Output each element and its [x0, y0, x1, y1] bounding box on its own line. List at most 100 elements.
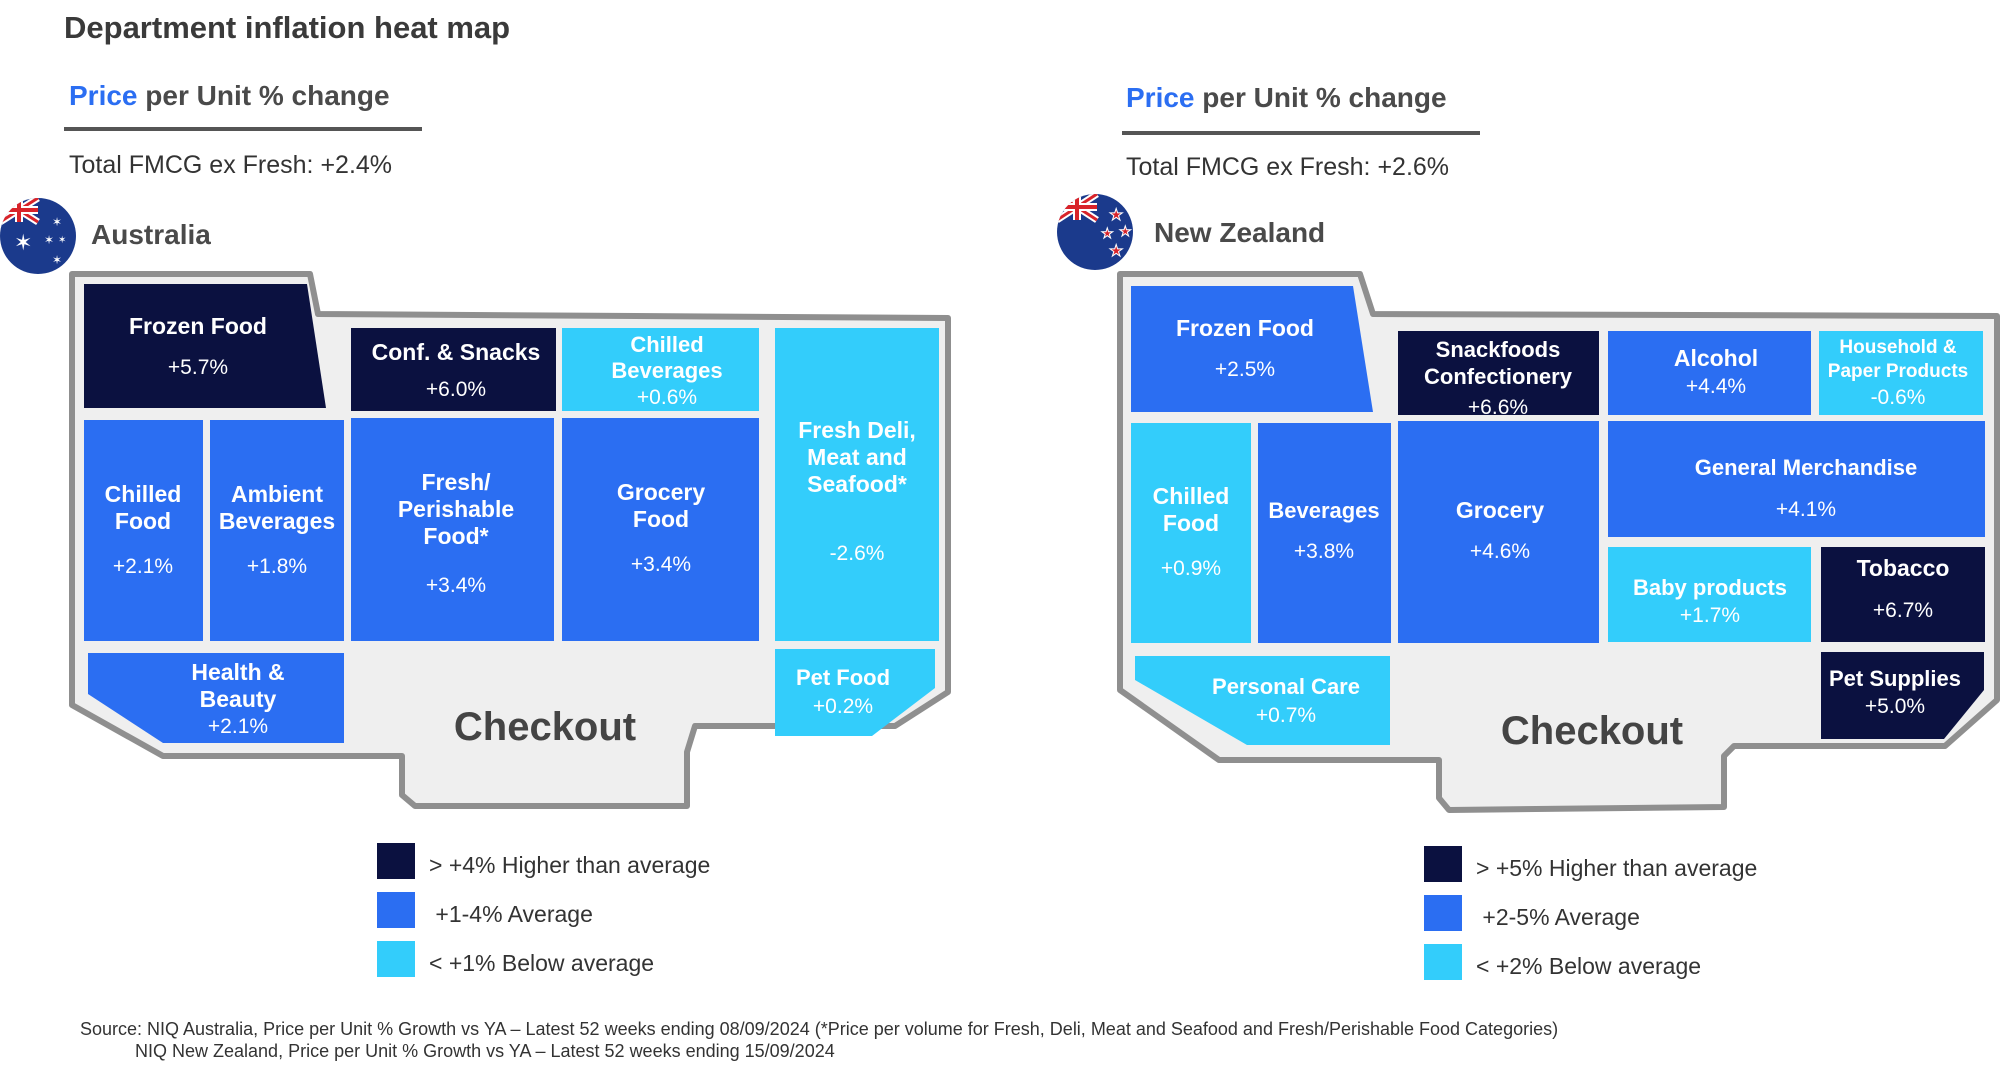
- svg-text:✶: ✶: [52, 215, 62, 229]
- au-price-rest: per Unit % change: [137, 80, 390, 111]
- au-cell-name-frozen-food: Frozen Food: [129, 313, 267, 339]
- nz-cell-value-baby-products: +1.7%: [1680, 604, 1740, 627]
- au-cell-name-ambient-beverages-line-1: Ambient: [231, 481, 323, 507]
- nz-cell-value-snackfoods-confectionery: +6.6%: [1468, 396, 1528, 419]
- au-cell-name-chilled-beverages-line-2: Beverages: [611, 358, 722, 383]
- nz-cell-value-pet-supplies: +5.0%: [1865, 695, 1925, 718]
- nz-cell-name-snackfoods-confectionery-line-2: Confectionery: [1424, 364, 1573, 389]
- svg-text:★: ★: [1101, 226, 1114, 242]
- nz-cell-personal-care: [1135, 656, 1390, 745]
- svg-text:★: ★: [1109, 205, 1123, 224]
- au-cell-name-chilled-beverages-line-1: Chilled: [630, 332, 703, 357]
- nz-cell-name-baby-products: Baby products: [1633, 575, 1787, 600]
- au-cell-frozen-food: [84, 284, 326, 408]
- nz-cells: [1131, 286, 1985, 745]
- australia-flag-icon: ✶ ✶ ✶ ✶ ✶: [0, 198, 76, 274]
- nz-cell-value-household-paper: -0.6%: [1871, 386, 1926, 409]
- nz-cell-value-frozen-food: +2.5%: [1215, 358, 1275, 381]
- source-note: Source: NIQ Australia, Price per Unit % …: [80, 1018, 1558, 1062]
- nz-legend-swatch-high: [1424, 846, 1462, 882]
- au-cell-name-conf-snacks: Conf. & Snacks: [372, 339, 541, 365]
- au-cell-pet-food: [775, 649, 935, 736]
- au-cell-name-fresh-deli-line-2: Meat and: [807, 444, 907, 470]
- au-cell-grocery-food: [562, 418, 759, 641]
- au-cell-value-ambient-beverages: +1.8%: [247, 555, 307, 578]
- au-legend-label-below: < +1% Below average: [429, 950, 655, 976]
- au-price-accent: Price: [69, 80, 138, 111]
- au-total-fmcg: Total FMCG ex Fresh: +2.4%: [69, 151, 393, 179]
- au-cell-value-grocery-food: +3.4%: [631, 553, 691, 576]
- source-line-australia: Source: NIQ Australia, Price per Unit % …: [80, 1019, 1559, 1039]
- au-cell-fresh-perishable: [351, 418, 554, 641]
- nz-cell-name-general-merchandise: General Merchandise: [1695, 455, 1918, 480]
- nz-cell-name-alcohol: Alcohol: [1674, 345, 1758, 371]
- au-cell-name-fresh-deli-line-1: Fresh Deli,: [798, 417, 916, 443]
- svg-text:★: ★: [1109, 241, 1123, 260]
- new-zealand-flag-icon: ★ ★ ★ ★: [1057, 194, 1133, 270]
- au-cell-value-pet-food: +0.2%: [813, 695, 873, 718]
- nz-cell-name-personal-care: Personal Care: [1212, 674, 1360, 699]
- nz-cell-frozen-food: [1131, 286, 1373, 412]
- nz-cell-name-chilled-food-line-1: Chilled: [1153, 483, 1230, 509]
- au-cell-value-fresh-deli: -2.6%: [830, 542, 885, 565]
- nz-cell-chilled-food: [1131, 423, 1251, 643]
- svg-text:★: ★: [1119, 224, 1132, 240]
- au-checkout-label: Checkout: [454, 705, 636, 749]
- au-cell-labels: Frozen Food+5.7%Conf. & Snacks+6.0%Chill…: [105, 313, 916, 738]
- nz-cell-name-household-paper-line-1: Household &: [1839, 337, 1956, 358]
- nz-cell-value-personal-care: +0.7%: [1256, 704, 1316, 727]
- au-legend-swatch-high: [377, 843, 415, 879]
- nz-cell-grocery: [1398, 421, 1599, 643]
- nz-cell-household-paper: [1819, 331, 1983, 415]
- au-cell-value-health-beauty: +2.1%: [208, 715, 268, 738]
- au-legend-label-high: > +4% Higher than average: [429, 852, 711, 878]
- nz-cell-tobacco: [1821, 547, 1985, 642]
- nz-legend-label-high: > +5% Higher than average: [1476, 855, 1758, 881]
- nz-price-accent: Price: [1126, 82, 1195, 113]
- nz-legend-label-below: < +2% Below average: [1476, 953, 1702, 979]
- au-legend-label-average: +1-4% Average: [429, 901, 593, 927]
- au-cell-name-fresh-perishable-line-2: Perishable: [398, 496, 514, 522]
- nz-cell-value-chilled-food: +0.9%: [1161, 557, 1221, 580]
- nz-cell-name-frozen-food: Frozen Food: [1176, 315, 1314, 341]
- nz-price-rest: per Unit % change: [1194, 82, 1447, 113]
- au-cell-value-chilled-food: +2.1%: [113, 555, 173, 578]
- nz-cell-value-tobacco: +6.7%: [1873, 599, 1933, 622]
- svg-text:✶: ✶: [52, 253, 62, 267]
- nz-total-fmcg: Total FMCG ex Fresh: +2.6%: [1126, 153, 1450, 181]
- au-cell-chilled-food: [84, 420, 203, 641]
- nz-legend-swatch-below: [1424, 944, 1462, 980]
- nz-cell-value-general-merchandise: +4.1%: [1776, 498, 1836, 521]
- nz-cell-name-tobacco: Tobacco: [1857, 555, 1950, 581]
- au-cell-name-health-beauty-line-2: Beauty: [200, 686, 277, 712]
- au-cell-name-fresh-perishable-line-1: Fresh/: [421, 469, 491, 495]
- nz-cell-baby-products: [1608, 547, 1811, 642]
- nz-cell-snackfoods-confectionery: [1398, 331, 1599, 415]
- au-cell-value-frozen-food: +5.7%: [168, 356, 228, 379]
- nz-cell-name-household-paper-line-2: Paper Products: [1828, 361, 1968, 382]
- nz-heading-rule: [1122, 131, 1480, 135]
- nz-cell-name-snackfoods-confectionery-line-1: Snackfoods: [1436, 337, 1561, 362]
- page-title: Department inflation heat map: [64, 10, 511, 45]
- au-cell-conf-snacks: [351, 328, 556, 411]
- nz-cell-name-grocery: Grocery: [1456, 497, 1544, 523]
- nz-cell-beverages: [1258, 423, 1391, 643]
- au-cell-name-chilled-food-line-2: Food: [115, 508, 171, 534]
- au-cell-name-health-beauty-line-1: Health &: [191, 659, 284, 685]
- nz-cell-name-beverages: Beverages: [1268, 498, 1379, 523]
- au-cell-name-chilled-food-line-1: Chilled: [105, 481, 182, 507]
- au-cells: [84, 284, 939, 743]
- au-cell-health-beauty: [88, 653, 344, 743]
- au-cell-value-fresh-perishable: +3.4%: [426, 574, 486, 597]
- svg-text:✶: ✶: [14, 231, 32, 256]
- au-cell-value-chilled-beverages: +0.6%: [637, 386, 697, 409]
- nz-cell-alcohol: [1608, 331, 1811, 415]
- au-cell-name-pet-food: Pet Food: [796, 665, 890, 690]
- nz-legend-swatch-average: [1424, 895, 1462, 931]
- au-legend-swatch-below: [377, 941, 415, 977]
- nz-cell-general-merchandise: [1608, 421, 1985, 537]
- nz-legend-label-average: +2-5% Average: [1476, 904, 1640, 930]
- nz-cell-value-alcohol: +4.4%: [1686, 375, 1746, 398]
